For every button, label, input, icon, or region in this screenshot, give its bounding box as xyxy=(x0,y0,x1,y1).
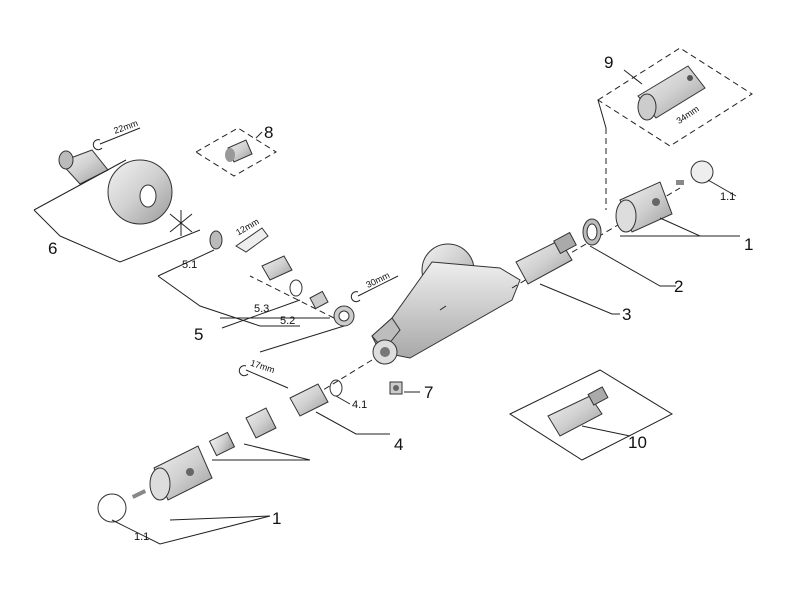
callout-9: 9 xyxy=(604,53,613,72)
part-6-group xyxy=(33,149,201,263)
callout-1-right: 1 xyxy=(744,235,753,254)
handle-1-left xyxy=(149,445,213,501)
part-9-group xyxy=(597,47,753,147)
callout-5-2: 5.2 xyxy=(280,315,295,327)
adapter-ring-2 xyxy=(582,218,602,246)
thermostat-body xyxy=(371,243,521,365)
wrench-17-icon xyxy=(238,365,289,389)
s-union-6 xyxy=(58,149,109,185)
escutcheon-6 xyxy=(107,159,173,225)
wrench-size-30: 30mm xyxy=(364,270,391,290)
callout-1-1-left: 1.1 xyxy=(134,531,149,543)
nipple-5-2 xyxy=(309,290,329,310)
o-ring-5-3 xyxy=(289,279,303,297)
callout-5: 5 xyxy=(194,325,203,344)
wrench-size-17: 17mm xyxy=(249,358,276,375)
callout-8: 8 xyxy=(264,123,273,142)
cap-1-1-right xyxy=(676,160,714,185)
connector-5 xyxy=(261,255,293,281)
handle-group-left xyxy=(97,407,311,545)
thermo-cartridge-3 xyxy=(515,231,577,285)
handle-sleeve-9 xyxy=(637,65,706,121)
callout-5-3: 5.3 xyxy=(254,303,269,315)
check-valve-7 xyxy=(389,381,403,395)
cap-1-1-left xyxy=(97,493,127,523)
wrench-size-22: 22mm xyxy=(112,118,139,136)
part-8-group xyxy=(195,127,277,177)
adapter-8 xyxy=(225,139,253,163)
handle-1-right xyxy=(615,181,673,233)
callout-10: 10 xyxy=(628,433,647,452)
callout-6: 6 xyxy=(48,239,57,258)
spindle-left xyxy=(208,431,236,457)
spare-cartridge-10 xyxy=(547,386,609,437)
diverter-cartridge-4 xyxy=(289,383,329,417)
callout-5-1: 5.1 xyxy=(182,259,197,271)
part-10-group xyxy=(508,369,674,461)
wrench-30-icon xyxy=(350,275,399,303)
flange-left xyxy=(245,407,277,439)
nut-5 xyxy=(333,305,355,327)
callout-2: 2 xyxy=(674,277,683,296)
wrench-size-34: 34mm xyxy=(674,104,700,126)
callout-1-left: 1 xyxy=(272,509,281,528)
right-leader-lines xyxy=(539,179,740,315)
washer-5-1 xyxy=(209,230,223,250)
callout-7: 7 xyxy=(424,383,433,402)
allen-key-12-icon xyxy=(235,227,269,253)
callout-4-1: 4.1 xyxy=(352,399,367,411)
callout-3: 3 xyxy=(622,305,631,324)
screw-left xyxy=(131,489,147,499)
wrench-22-icon xyxy=(92,127,141,151)
callout-1-1-right: 1.1 xyxy=(720,191,735,203)
callout-4: 4 xyxy=(394,435,403,454)
cross-seal-icon xyxy=(169,210,193,236)
